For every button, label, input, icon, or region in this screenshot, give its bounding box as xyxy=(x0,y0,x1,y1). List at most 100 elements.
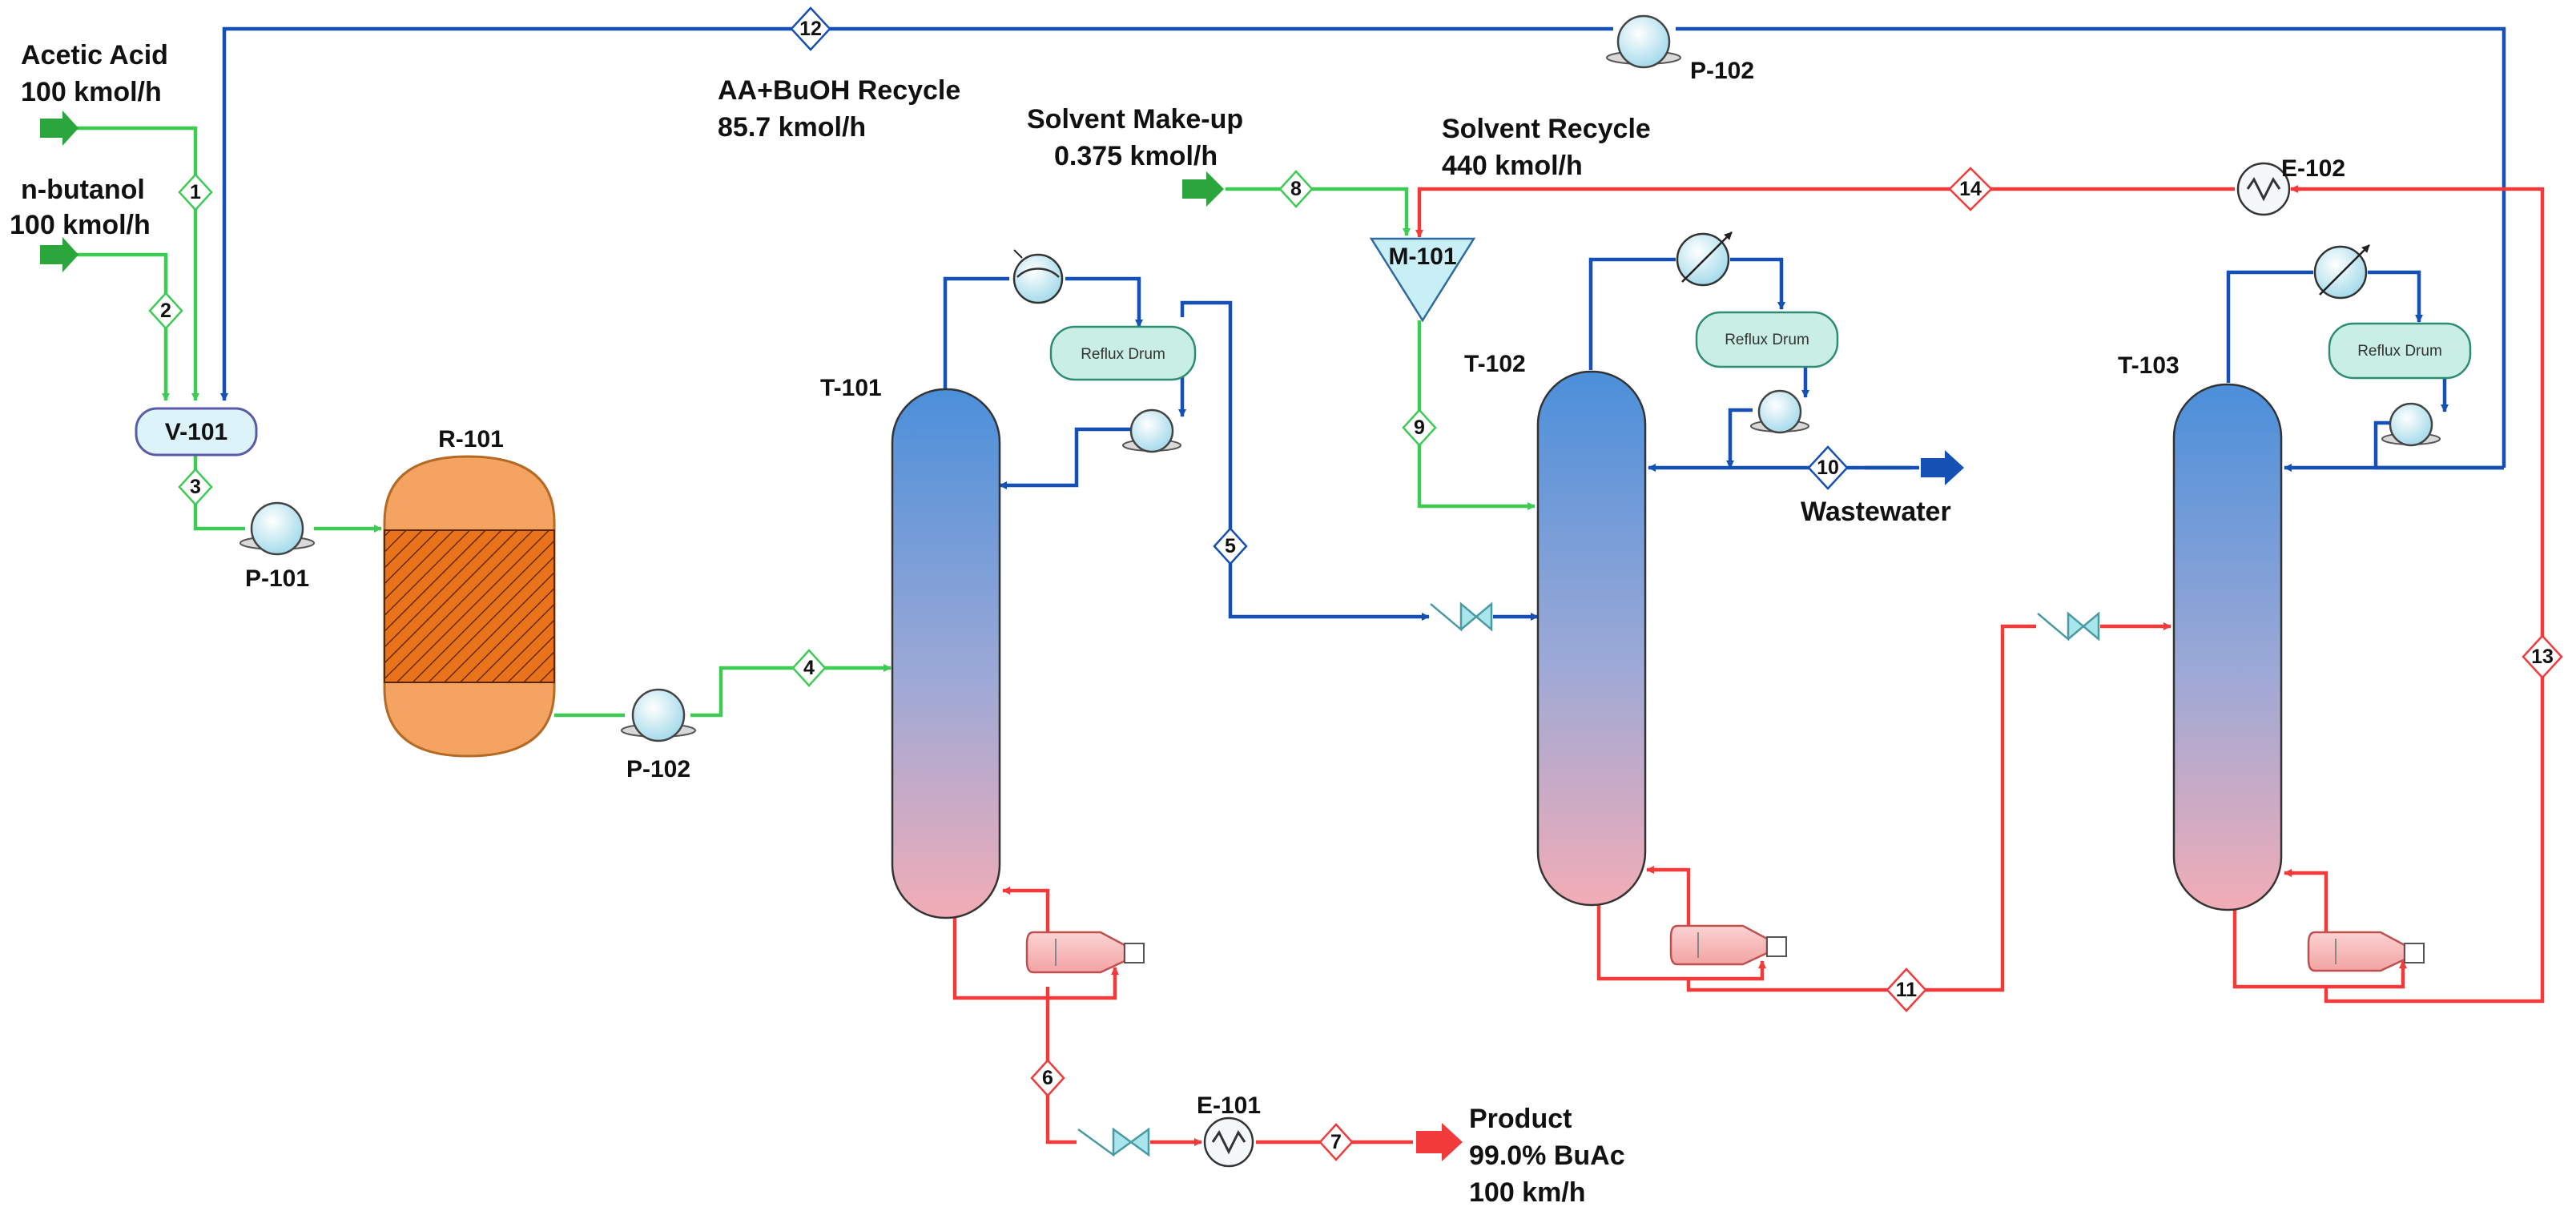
t101-overhead-line[interactable] xyxy=(943,276,1009,389)
stream-9-line[interactable] xyxy=(1417,320,1536,510)
t101-reboiler[interactable] xyxy=(1025,931,1145,974)
valve-t103-feed[interactable] xyxy=(2037,611,2100,642)
butanol-feed-arrow xyxy=(40,237,78,272)
stream-2-tag[interactable]: 2 xyxy=(148,292,183,330)
t102-condenser-to-drum-line[interactable] xyxy=(1730,257,1785,310)
svg-text:13: 13 xyxy=(2531,646,2554,668)
t103-column[interactable]: T-103 xyxy=(2118,352,2283,911)
svg-text:12: 12 xyxy=(799,18,822,40)
stream-acetic-acid-line[interactable] xyxy=(77,126,199,401)
p102-recycle-label: P-102 xyxy=(1690,58,1754,84)
stream-13-line[interactable] xyxy=(2290,185,2545,1004)
t102-reflux-drum-label: Reflux Drum xyxy=(1725,332,1809,348)
t103-reflux-drum[interactable]: Reflux Drum xyxy=(2328,322,2472,380)
p102-recycle-pump[interactable]: P-102 xyxy=(1606,14,1754,84)
product-rate: 100 km/h xyxy=(1469,1177,1586,1208)
t103-reflux-pump[interactable] xyxy=(2381,402,2441,447)
t101-reflux-drum-label: Reflux Drum xyxy=(1081,346,1165,363)
t101-label: T-101 xyxy=(820,375,882,401)
acetic-acid-feed-rate: 100 kmol/h xyxy=(21,77,162,107)
p101-pump[interactable]: P-101 xyxy=(239,501,315,592)
t102-reboiler[interactable] xyxy=(1669,924,1787,966)
t102-reboiler-loop-line[interactable] xyxy=(1688,960,1766,981)
svg-text:11: 11 xyxy=(1896,979,1918,1001)
stream-6-line[interactable] xyxy=(1045,987,1077,1145)
r101-reactor[interactable]: R-101 xyxy=(383,426,556,758)
t102-reflux-pump[interactable] xyxy=(1750,389,1809,434)
t102-reboiler-return-line[interactable] xyxy=(1646,866,1691,934)
e101-exchanger[interactable]: E-101 xyxy=(1197,1092,1261,1168)
t103-reboiler-return-line[interactable] xyxy=(2284,869,2328,934)
stream-butanol-line[interactable] xyxy=(77,252,170,401)
t101-column[interactable]: T-101 xyxy=(820,375,1001,919)
svg-text:7: 7 xyxy=(1330,1131,1342,1153)
stream-5-line[interactable] xyxy=(1180,300,1430,621)
m101-mixer[interactable]: M-101 xyxy=(1369,237,1476,323)
t102-bottoms-line[interactable] xyxy=(1596,903,1688,981)
stream-12-line[interactable] xyxy=(1676,26,2506,468)
stream-12-return-line[interactable] xyxy=(220,26,1613,401)
butanol-feed-name: n-butanol xyxy=(21,175,145,205)
product-purity: 99.0% BuAc xyxy=(1469,1140,1625,1171)
valve-t102-feed[interactable] xyxy=(1430,601,1493,632)
stream-5-tag[interactable]: 5 xyxy=(1213,527,1248,565)
t103-reboiler-loop-line[interactable] xyxy=(2326,960,2407,989)
t102-column[interactable]: T-102 xyxy=(1464,351,1647,907)
t103-bottoms-line[interactable] xyxy=(2232,907,2326,989)
svg-text:6: 6 xyxy=(1042,1067,1053,1089)
stream-1-tag[interactable]: 1 xyxy=(178,173,213,211)
t102-reflux-drum[interactable]: Reflux Drum xyxy=(1695,311,1839,368)
stream-11-tag[interactable]: 11 xyxy=(1886,968,1927,1012)
svg-text:8: 8 xyxy=(1290,178,1302,200)
stream-8-tag[interactable]: 8 xyxy=(1278,170,1314,208)
t101-reflux-line[interactable] xyxy=(999,427,1131,489)
v101-label: V-101 xyxy=(165,419,227,445)
svg-text:4: 4 xyxy=(803,657,815,679)
t101-condenser[interactable] xyxy=(1012,249,1064,304)
solvent-recycle-name: Solvent Recycle xyxy=(1442,114,1651,144)
stream-7-tag[interactable]: 7 xyxy=(1318,1123,1354,1161)
stream-14-line[interactable] xyxy=(1415,187,2235,238)
p101-label: P-101 xyxy=(245,565,309,592)
t101-reflux-drum[interactable]: Reflux Drum xyxy=(1049,325,1197,381)
v101-vessel[interactable]: V-101 xyxy=(135,407,258,457)
stream-11-line[interactable] xyxy=(1686,624,2036,992)
stream-4-tag[interactable]: 4 xyxy=(791,649,827,687)
stream-4-line[interactable] xyxy=(690,664,892,718)
solvent-makeup-name: Solvent Make-up xyxy=(1027,104,1243,135)
e102-label: E-102 xyxy=(2281,155,2345,182)
t101-reflux-pump[interactable] xyxy=(1122,408,1181,453)
t102-pump-out-line[interactable] xyxy=(1726,408,1753,469)
stream-12-tag[interactable]: 12 xyxy=(790,6,831,51)
stream-3-tag[interactable]: 3 xyxy=(178,468,213,506)
catalyst-bed xyxy=(384,529,555,683)
e101-label: E-101 xyxy=(1197,1092,1261,1119)
t103-reboiler[interactable] xyxy=(2307,931,2425,972)
t101-condenser-to-drum-line[interactable] xyxy=(1065,276,1143,328)
stream-14-tag[interactable]: 14 xyxy=(1948,167,1993,211)
t101-bottoms-line[interactable] xyxy=(952,907,1119,1000)
acetic-acid-feed-name: Acetic Acid xyxy=(21,40,168,70)
t101-reboiler-return-line[interactable] xyxy=(1002,887,1050,935)
aa-buoh-recycle-rate: 85.7 kmol/h xyxy=(718,112,866,143)
t102-overhead-line[interactable] xyxy=(1588,257,1676,370)
stream-9-tag[interactable]: 9 xyxy=(1402,408,1437,447)
stream-10-tag[interactable]: 10 xyxy=(1807,445,1849,490)
p102-feed-label: P-102 xyxy=(626,756,690,782)
product-arrow xyxy=(1416,1123,1463,1161)
aa-buoh-recycle-name: AA+BuOH Recycle xyxy=(718,75,960,106)
stream-13-tag[interactable]: 13 xyxy=(2522,634,2563,679)
t102-label: T-102 xyxy=(1464,351,1526,377)
valve-t101-bottoms[interactable] xyxy=(1077,1127,1150,1157)
e102-exchanger[interactable]: E-102 xyxy=(2236,155,2345,216)
stream-6-tag[interactable]: 6 xyxy=(1030,1059,1065,1097)
t103-condenser[interactable] xyxy=(2313,244,2370,300)
t102-condenser[interactable] xyxy=(1676,231,1733,287)
svg-text:9: 9 xyxy=(1414,416,1425,439)
svg-text:10: 10 xyxy=(1817,457,1839,479)
stream-8-line[interactable] xyxy=(1226,187,1411,236)
t103-pump-out-line[interactable] xyxy=(2373,420,2390,426)
t103-overhead-line[interactable] xyxy=(2226,270,2313,383)
t103-condenser-to-drum-line[interactable] xyxy=(2368,270,2423,323)
p102-feed-pump[interactable]: P-102 xyxy=(621,688,696,782)
